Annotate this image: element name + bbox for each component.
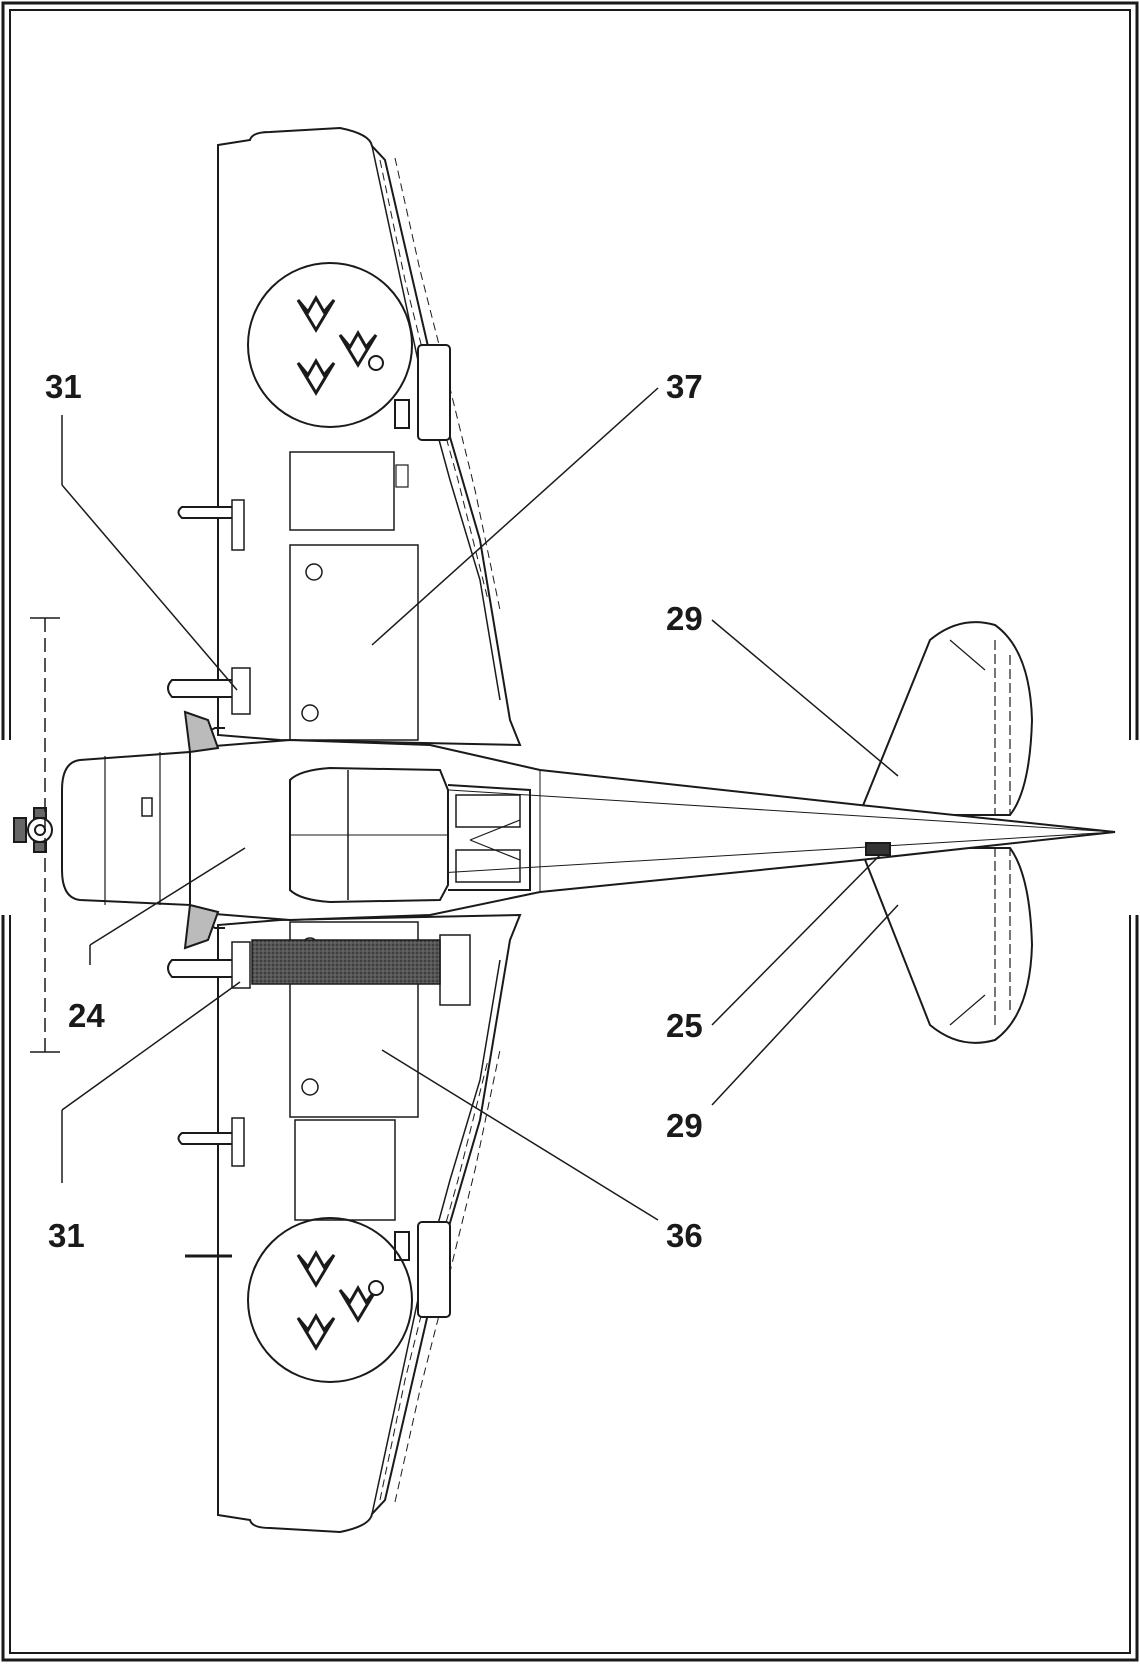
callout-labels: 31 37 29 24 25 29 31 36: [45, 368, 703, 1254]
callout-31-bottom: 31: [48, 1217, 85, 1254]
callout-24: 24: [68, 997, 105, 1034]
callout-37: 37: [666, 368, 703, 405]
callout-36: 36: [666, 1217, 703, 1254]
callout-25: 25: [666, 1007, 703, 1044]
upper-wing: [167, 126, 522, 747]
engine-cowling: [61, 710, 225, 950]
tailplane: [860, 621, 1034, 1044]
three-crowns-roundel-icon: [247, 262, 413, 428]
callout-29-top: 29: [666, 600, 703, 637]
canopy: [289, 766, 531, 904]
leader-lines: [61, 387, 899, 1221]
wing-walkway: [251, 939, 441, 985]
callout-29-bottom: 29: [666, 1107, 703, 1144]
callout-31-top: 31: [45, 368, 82, 405]
lower-wing: [167, 913, 522, 1534]
frame-break: [0, 740, 1140, 915]
propeller-disc-line: [30, 617, 60, 1053]
three-crowns-roundel-icon: [247, 1217, 413, 1383]
wing-walkway-stencil: [439, 934, 471, 1006]
propeller-spinner: [13, 807, 53, 853]
